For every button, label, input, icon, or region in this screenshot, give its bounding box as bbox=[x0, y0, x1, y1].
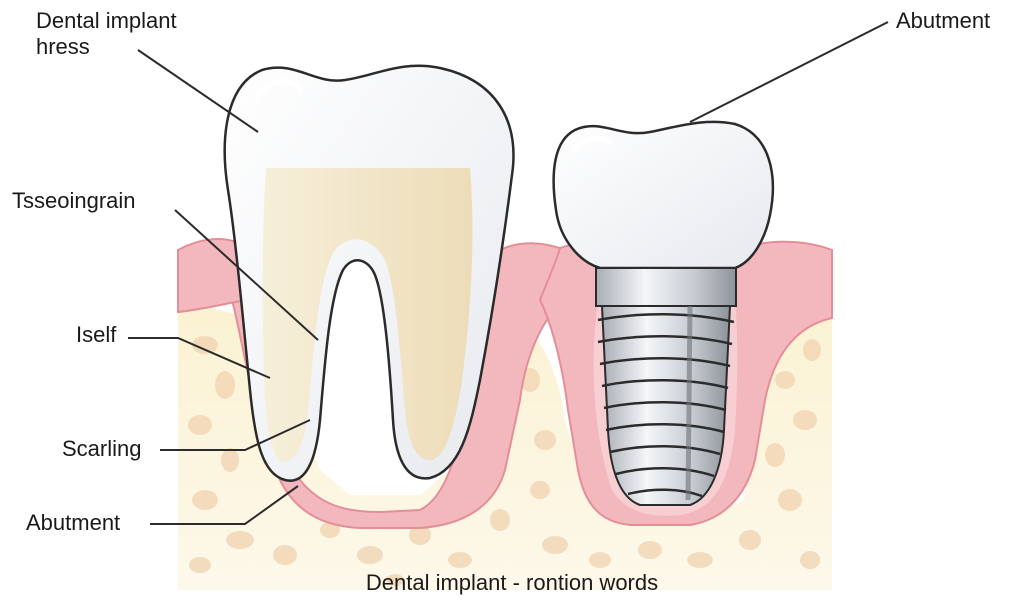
label-iself: Iself bbox=[76, 322, 117, 347]
leader-left-1 bbox=[174, 209, 319, 341]
natural-tooth bbox=[223, 64, 515, 482]
label-dental-implant: Dental implant bbox=[36, 8, 177, 33]
screw-threads bbox=[597, 313, 735, 498]
label-abutment-top: Abutment bbox=[896, 8, 991, 33]
label-abutment-bottom: Abutment bbox=[26, 510, 121, 535]
leader-top-left bbox=[137, 49, 259, 133]
diagram-caption: Dental implant - rontion words bbox=[365, 570, 659, 595]
implant-abutment bbox=[595, 267, 737, 307]
label-scarling: Scarling bbox=[62, 436, 142, 461]
leader-left-3 bbox=[160, 419, 311, 451]
leader-top-right bbox=[689, 21, 889, 123]
leader-left-2 bbox=[128, 337, 271, 379]
label-hress: hress bbox=[36, 34, 90, 59]
implant-crown bbox=[552, 120, 775, 270]
implant-screw bbox=[597, 305, 735, 506]
leader-left-4 bbox=[150, 485, 299, 525]
leader-lines bbox=[128, 21, 889, 525]
label-tsseoingrain: Tsseoingrain bbox=[12, 188, 136, 213]
